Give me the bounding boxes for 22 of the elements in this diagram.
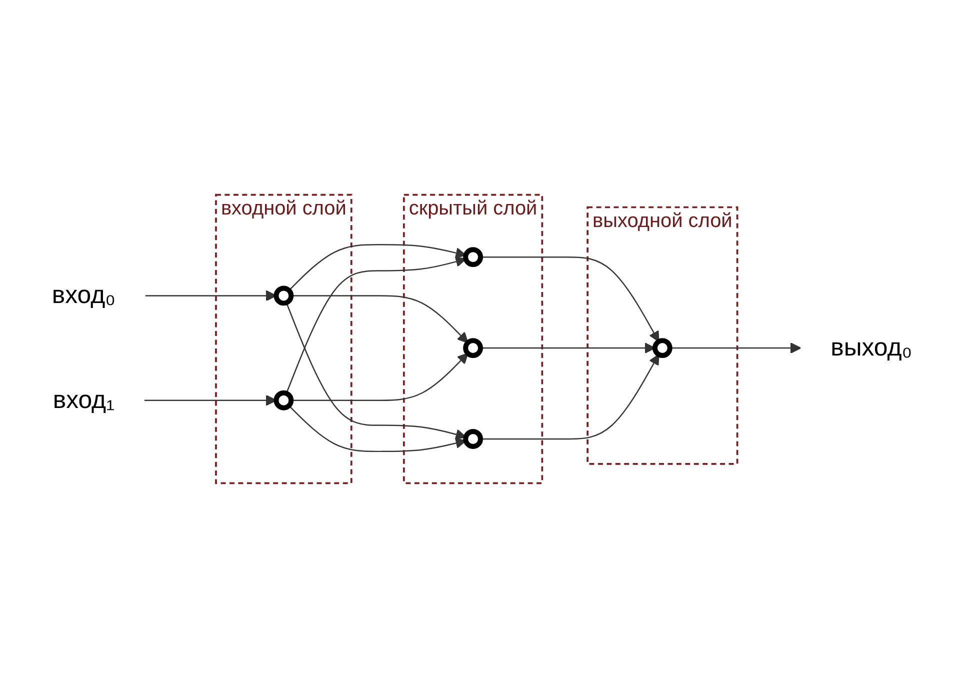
cluster: входной слой — [214, 193, 352, 484]
arrow — [480, 354, 659, 440]
arrow — [144, 394, 276, 406]
arrow — [144, 290, 276, 301]
node-circle — [462, 246, 483, 267]
arrow — [480, 342, 655, 354]
node-text: вход₁ — [52, 386, 114, 414]
arrow — [480, 256, 659, 342]
arrow — [288, 404, 466, 452]
arrow — [290, 294, 468, 343]
arrow — [290, 352, 468, 400]
node-circle — [273, 390, 294, 410]
node-text: выход₀ — [830, 334, 912, 362]
arrow — [288, 244, 466, 290]
node-circle — [462, 428, 483, 448]
cluster: выходной слой — [586, 206, 738, 464]
arrow — [285, 256, 466, 394]
cluster: скрытый слой — [402, 193, 543, 484]
node-circle — [273, 285, 294, 306]
node-text: вход₀ — [51, 282, 115, 309]
node-circle — [462, 338, 483, 358]
node-circle — [652, 338, 672, 358]
